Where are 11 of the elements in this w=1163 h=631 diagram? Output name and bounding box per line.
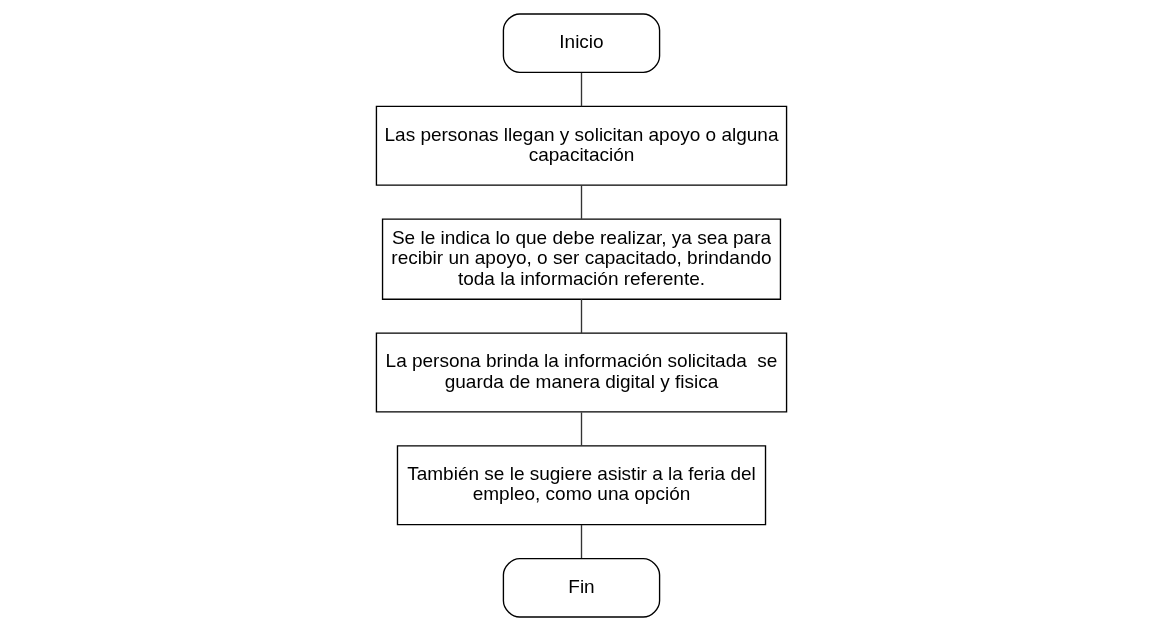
connector — [580, 524, 583, 559]
connector — [580, 184, 583, 220]
node-box: Se le indica lo que debe realizar, ya sea para recibir un apoyo, o ser capacitado, brindando toda la información referente. — [381, 218, 782, 300]
node-box: También se le sugiere asistir a la feria del empleo, como una opción — [396, 445, 767, 526]
connector — [580, 411, 583, 447]
node-box: Fin — [502, 557, 661, 618]
connector — [580, 72, 583, 107]
node-box: Las personas llegan y solicitan apoyo o alguna capacitación — [375, 105, 788, 186]
node-box: La persona brinda la información solicitada se guarda de manera digital y fisica — [375, 332, 788, 413]
node-box: Inicio — [502, 13, 661, 74]
connector — [580, 298, 583, 334]
